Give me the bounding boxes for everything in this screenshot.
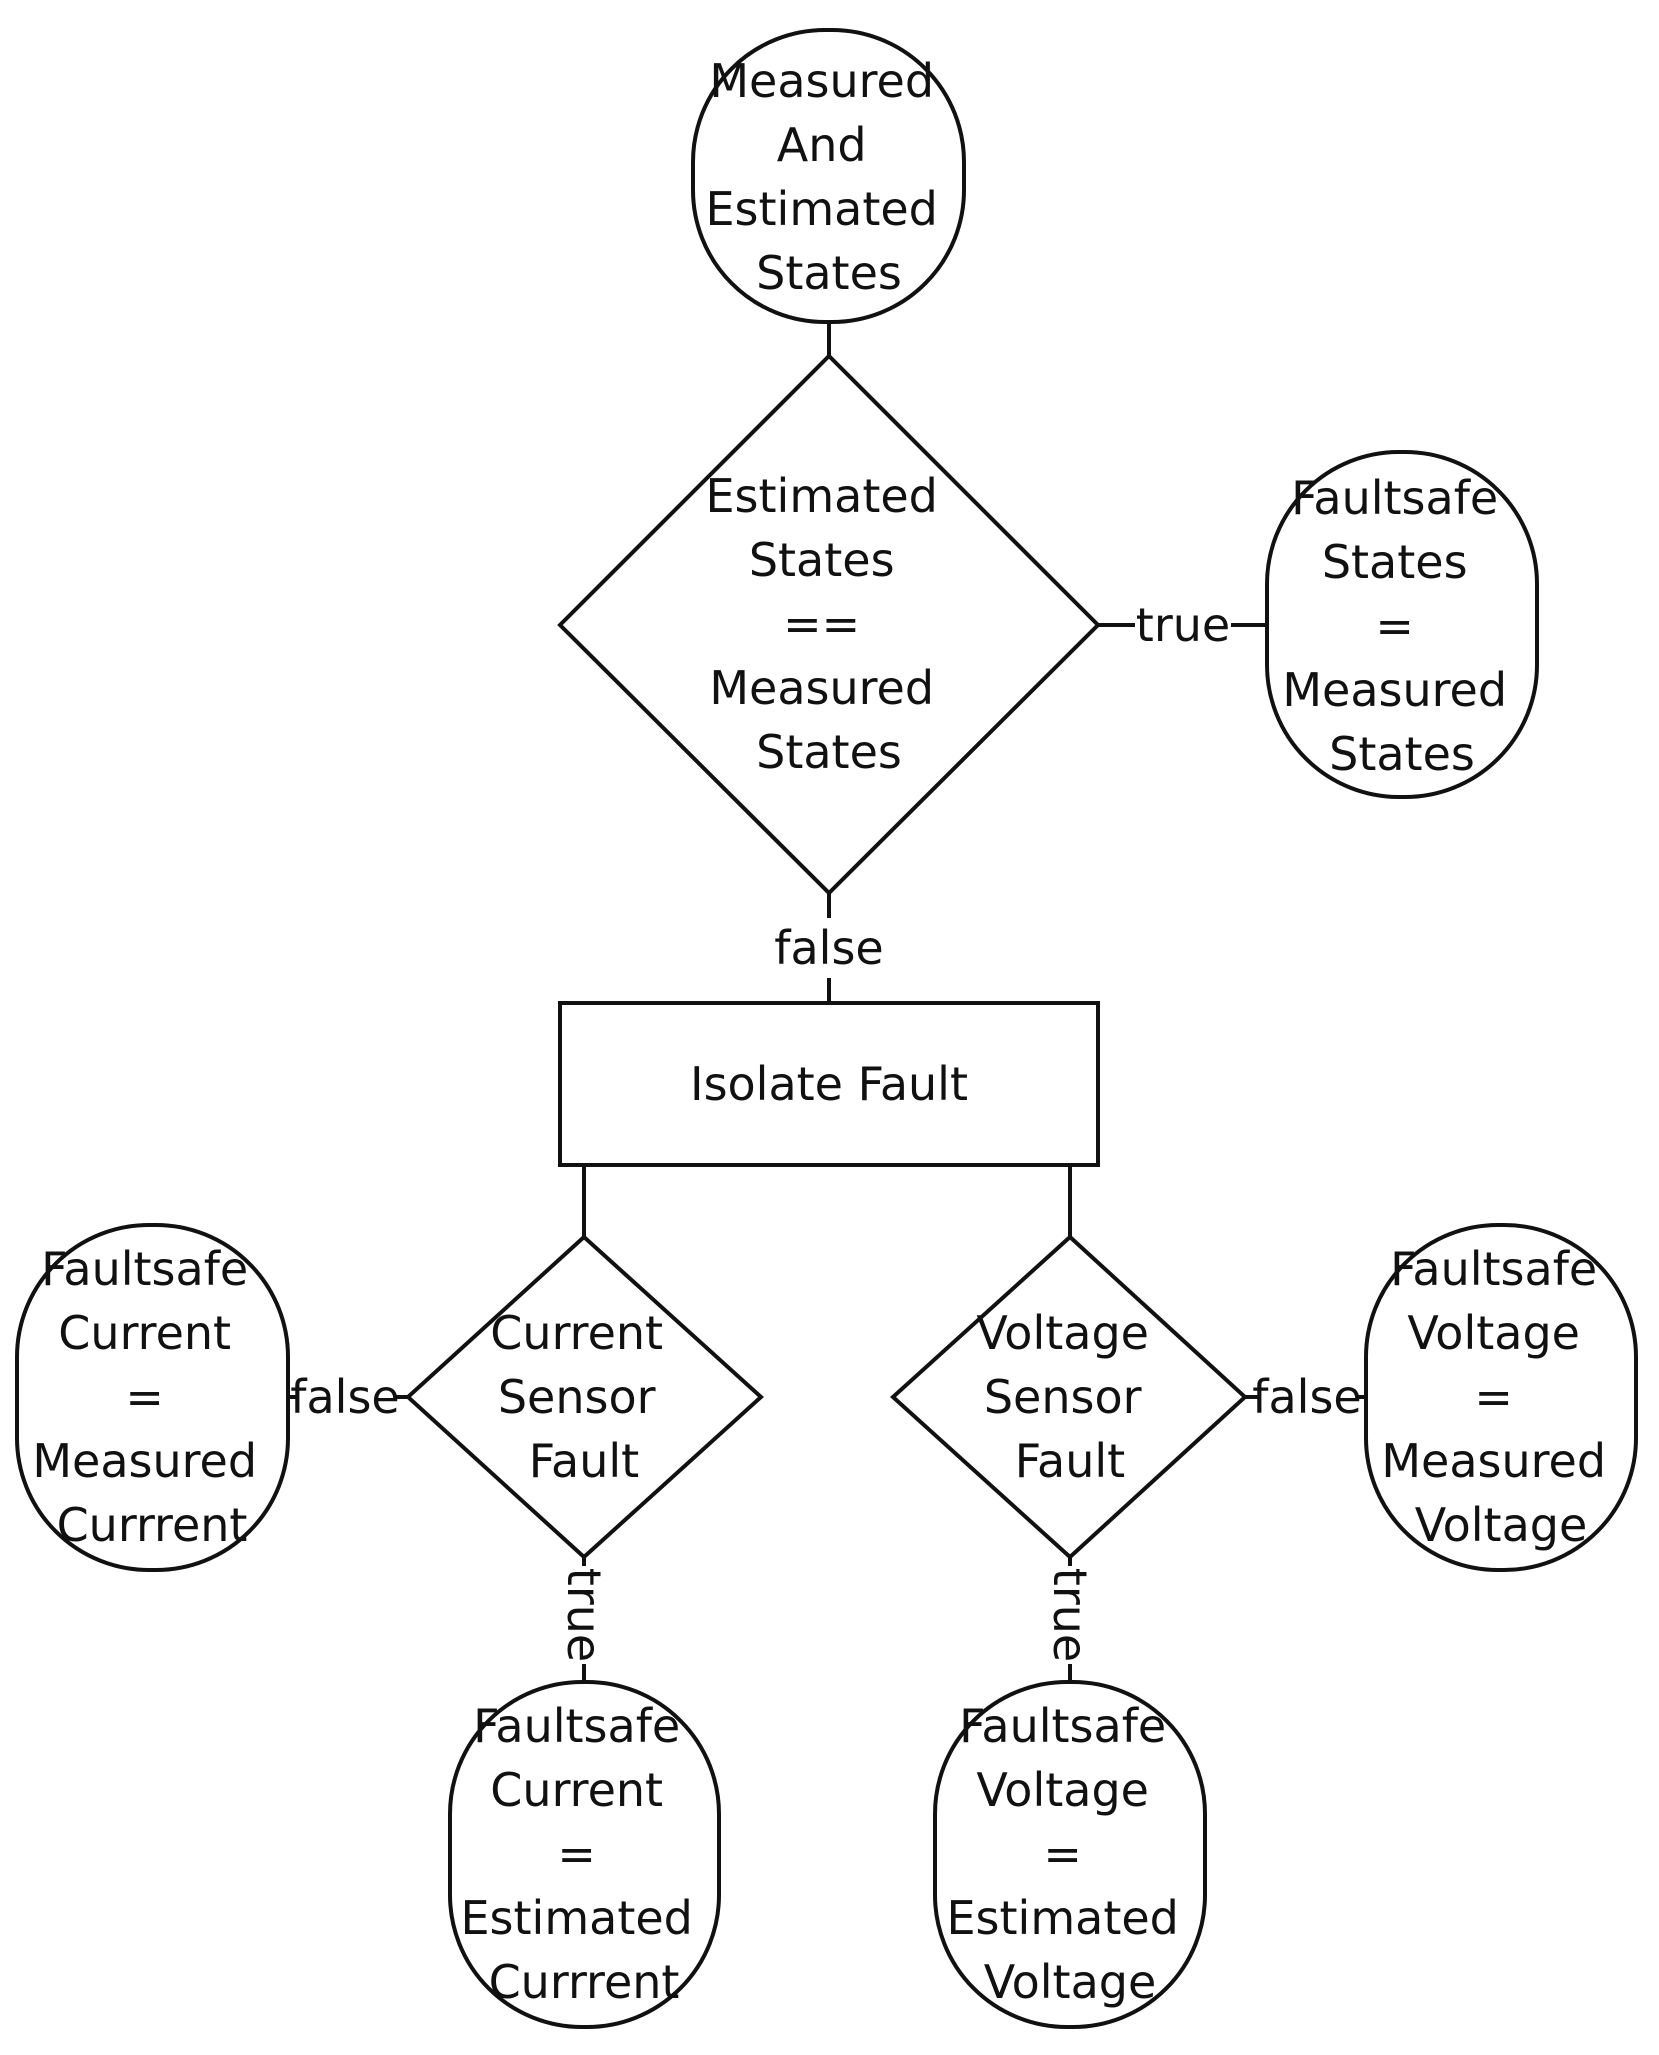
- faultsafe-voltage-measured-line: Measured: [1381, 1434, 1606, 1488]
- faultsafe-current-estimated-line: Current: [490, 1763, 663, 1817]
- start-node: Measured And Estimated States: [691, 28, 966, 324]
- decision-states-equal-line: ==: [783, 597, 860, 651]
- faultsafe-states-line: States: [1329, 727, 1475, 781]
- faultsafe-voltage-estimated-node: Faultsafe Voltage = Estimated Voltage: [933, 1680, 1207, 2029]
- faultsafe-voltage-estimated-line: =: [1043, 1827, 1082, 1881]
- decision-states-equal-line: States: [749, 533, 895, 587]
- decision-current-fault-line: Fault: [529, 1434, 639, 1488]
- start-node-line: Estimated: [705, 182, 937, 236]
- faultsafe-voltage-estimated-line: Estimated: [946, 1891, 1178, 1945]
- faultsafe-voltage-measured-line: Faultsafe: [1390, 1242, 1597, 1296]
- faultsafe-current-measured-line: Currrent: [57, 1498, 248, 1552]
- faultsafe-voltage-estimated-line: Voltage: [984, 1955, 1157, 2009]
- decision-states-equal-line: Measured: [709, 661, 934, 715]
- edge-label-current-fault-false: false: [290, 1370, 399, 1424]
- svg-text:Faultsafe Voltage: Faultsafe Voltage = Estimated Voltage: [946, 1699, 1193, 2009]
- decision-current-fault-line: Sensor: [498, 1370, 656, 1424]
- svg-text:Isolate Fault: Isolate Fault: [690, 1057, 968, 1111]
- faultsafe-states-line: States: [1322, 535, 1468, 589]
- svg-text:Faultsafe Voltage: Faultsafe Voltage = Measured Voltage: [1381, 1242, 1620, 1552]
- start-node-line: And: [777, 118, 867, 172]
- decision-voltage-fault: Voltage Sensor Fault: [890, 1234, 1248, 1560]
- faultsafe-current-measured-line: Current: [58, 1306, 231, 1360]
- faultsafe-current-estimated-line: Faultsafe: [473, 1699, 680, 1753]
- decision-current-fault: Current Sensor Fault: [405, 1234, 764, 1560]
- svg-text:Faultsafe States =: Faultsafe States = Measured States: [1282, 471, 1521, 781]
- faultsafe-current-estimated-node: Faultsafe Current = Estimated Currrent: [448, 1680, 721, 2029]
- faultsafe-states-line: =: [1375, 599, 1414, 653]
- decision-states-equal: Estimated States == Measured States: [557, 353, 1101, 896]
- faultsafe-current-measured-line: Measured: [32, 1434, 257, 1488]
- faultsafe-current-measured-node: Faultsafe Current = Measured Currrent: [15, 1223, 290, 1572]
- decision-voltage-fault-line: Sensor: [984, 1370, 1142, 1424]
- isolate-fault-label: Isolate Fault: [690, 1057, 968, 1111]
- faultsafe-current-measured-line: Faultsafe: [41, 1242, 248, 1296]
- faultsafe-current-estimated-line: Currrent: [489, 1955, 680, 2009]
- decision-current-fault-line: Current: [490, 1306, 663, 1360]
- edge-label-current-fault-true: true: [557, 1568, 611, 1662]
- edge-label-states-equal-false: false: [774, 921, 883, 975]
- start-node-line: Measured: [709, 54, 934, 108]
- svg-text:Voltage Sensor Fau: Voltage Sensor Fault: [976, 1306, 1163, 1488]
- svg-text:Faultsafe Current: Faultsafe Current = Estimated Currrent: [460, 1699, 707, 2009]
- start-node-line: States: [756, 246, 902, 300]
- faultsafe-voltage-measured-line: Voltage: [1415, 1498, 1588, 1552]
- faultsafe-current-estimated-line: =: [557, 1827, 596, 1881]
- faultsafe-current-measured-line: =: [125, 1370, 164, 1424]
- edge-label-states-equal-true: true: [1136, 598, 1230, 652]
- faultsafe-voltage-measured-line: =: [1474, 1370, 1513, 1424]
- faultsafe-voltage-estimated-line: Faultsafe: [959, 1699, 1166, 1753]
- svg-text:Estimated States =: Estimated States == Measured States: [705, 469, 952, 779]
- decision-states-equal-line: Estimated: [705, 469, 937, 523]
- faultsafe-states-measured-node: Faultsafe States = Measured States: [1265, 450, 1539, 799]
- faultsafe-states-line: Measured: [1282, 663, 1507, 717]
- edge-label-voltage-fault-true: true: [1043, 1568, 1097, 1662]
- decision-states-equal-line: States: [756, 725, 902, 779]
- decision-voltage-fault-line: Fault: [1015, 1434, 1125, 1488]
- decision-voltage-fault-line: Voltage: [976, 1306, 1149, 1360]
- faultsafe-current-estimated-line: Estimated: [460, 1891, 692, 1945]
- edge-label-voltage-fault-false: false: [1252, 1370, 1361, 1424]
- faultsafe-voltage-estimated-line: Voltage: [976, 1763, 1149, 1817]
- svg-text:Measured And Estim: Measured And Estimated States: [705, 54, 952, 300]
- svg-text:Current Sensor Fau: Current Sensor Fault: [490, 1306, 677, 1488]
- svg-text:Faultsafe Current: Faultsafe Current = Measured Currrent: [32, 1242, 271, 1552]
- isolate-fault-node: Isolate Fault: [558, 1001, 1100, 1167]
- faultsafe-voltage-measured-line: Voltage: [1407, 1306, 1580, 1360]
- faultsafe-voltage-measured-node: Faultsafe Voltage = Measured Voltage: [1364, 1223, 1638, 1572]
- faultsafe-states-line: Faultsafe: [1291, 471, 1498, 525]
